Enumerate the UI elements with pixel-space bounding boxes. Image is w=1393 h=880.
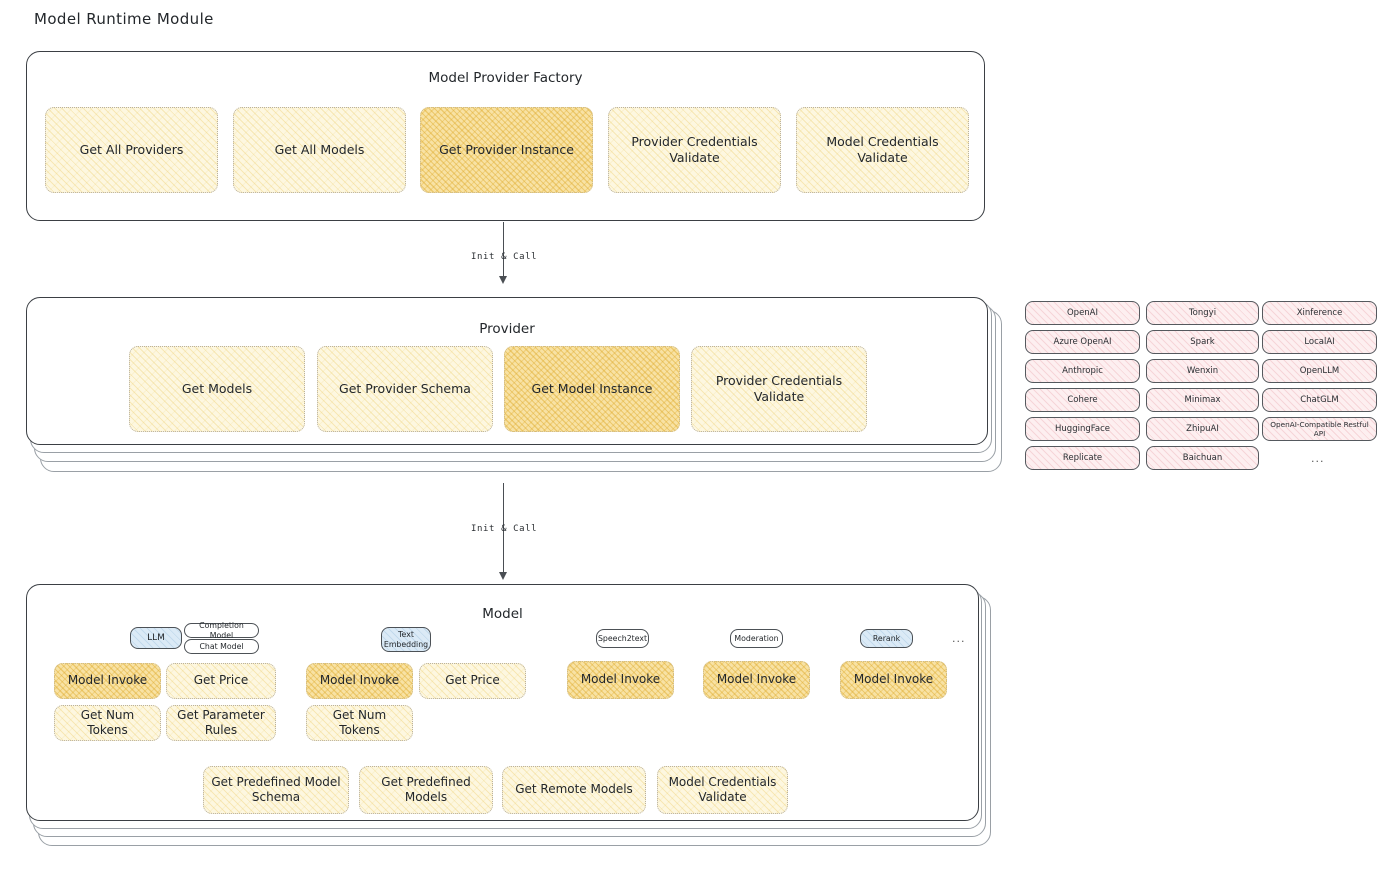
provider-chip-azure-openai[interactable]: Azure OpenAI xyxy=(1025,330,1140,354)
arrow-1-label: Init & Call xyxy=(471,252,538,262)
llm-method-get-parameter-rules[interactable]: Get Parameter Rules xyxy=(166,705,276,741)
provider-chip-huggingface[interactable]: HuggingFace xyxy=(1025,417,1140,441)
model-subtype-chip-chat-model[interactable]: Chat Model xyxy=(184,639,259,654)
model-type-chip-speech2text[interactable]: Speech2text xyxy=(596,629,649,648)
model-provider-factory-title: Model Provider Factory xyxy=(428,70,583,86)
provider-chip-localai[interactable]: LocalAI xyxy=(1262,330,1377,354)
arrow-2-line xyxy=(503,483,505,578)
provider-box-get-models[interactable]: Get Models xyxy=(129,346,305,432)
provider-box-get-model-instance[interactable]: Get Model Instance xyxy=(504,346,680,432)
provider-chip-openai[interactable]: OpenAI xyxy=(1025,301,1140,325)
provider-chip-minimax[interactable]: Minimax xyxy=(1146,388,1259,412)
provider-chip-openllm[interactable]: OpenLLM xyxy=(1262,359,1377,383)
text-embedding-method-get-price[interactable]: Get Price xyxy=(419,663,526,699)
model-title: Model xyxy=(482,606,523,622)
provider-box-provider-credentials-validate[interactable]: Provider Credentials Validate xyxy=(691,346,867,432)
provider-list-ellipsis: ... xyxy=(1311,452,1325,465)
llm-method-model-invoke[interactable]: Model Invoke xyxy=(54,663,161,699)
arrow-2-head xyxy=(499,572,507,580)
arrow-2-label: Init & Call xyxy=(471,524,538,534)
arrow-1-head xyxy=(499,276,507,284)
model-common-method-get-predefined-model-schema[interactable]: Get Predefined Model Schema xyxy=(203,766,349,814)
model-types-ellipsis: ... xyxy=(952,632,966,645)
provider-chip-openai-compatible-restful-api[interactable]: OpenAI-Compatible Restful API xyxy=(1262,417,1377,441)
model-type-chip-llm[interactable]: LLM xyxy=(130,627,182,649)
rerank-method-model-invoke[interactable]: Model Invoke xyxy=(840,661,947,699)
factory-box-get-all-providers[interactable]: Get All Providers xyxy=(45,107,218,193)
arrow-1-line xyxy=(503,222,505,282)
model-subtype-chip-completion-model[interactable]: Completion Model xyxy=(184,621,259,640)
moderation-method-model-invoke[interactable]: Model Invoke xyxy=(703,661,810,699)
page-title: Model Runtime Module xyxy=(34,10,214,28)
provider-chip-cohere[interactable]: Cohere xyxy=(1025,388,1140,412)
model-type-chip-moderation[interactable]: Moderation xyxy=(730,629,783,648)
provider-chip-chatglm[interactable]: ChatGLM xyxy=(1262,388,1377,412)
text-embedding-method-model-invoke[interactable]: Model Invoke xyxy=(306,663,413,699)
provider-chip-xinference[interactable]: Xinference xyxy=(1262,301,1377,325)
factory-box-get-all-models[interactable]: Get All Models xyxy=(233,107,406,193)
factory-box-provider-credentials-validate[interactable]: Provider Credentials Validate xyxy=(608,107,781,193)
model-common-method-get-remote-models[interactable]: Get Remote Models xyxy=(502,766,646,814)
text-embedding-method-get-num-tokens[interactable]: Get Num Tokens xyxy=(306,705,413,741)
factory-box-model-credentials-validate[interactable]: Model Credentials Validate xyxy=(796,107,969,193)
provider-chip-spark[interactable]: Spark xyxy=(1146,330,1259,354)
llm-method-get-price[interactable]: Get Price xyxy=(166,663,276,699)
provider-chip-wenxin[interactable]: Wenxin xyxy=(1146,359,1259,383)
model-type-chip-text-embedding[interactable]: Text Embedding xyxy=(381,627,431,652)
model-common-method-get-predefined-models[interactable]: Get Predefined Models xyxy=(359,766,493,814)
provider-chip-anthropic[interactable]: Anthropic xyxy=(1025,359,1140,383)
factory-box-get-provider-instance[interactable]: Get Provider Instance xyxy=(420,107,593,193)
model-common-method-model-credentials-validate[interactable]: Model Credentials Validate xyxy=(657,766,788,814)
provider-chip-baichuan[interactable]: Baichuan xyxy=(1146,446,1259,470)
provider-chip-zhipuai[interactable]: ZhipuAI xyxy=(1146,417,1259,441)
llm-method-get-num-tokens[interactable]: Get Num Tokens xyxy=(54,705,161,741)
provider-title: Provider xyxy=(479,321,535,337)
provider-chip-tongyi[interactable]: Tongyi xyxy=(1146,301,1259,325)
provider-box-get-provider-schema[interactable]: Get Provider Schema xyxy=(317,346,493,432)
speech2text-method-model-invoke[interactable]: Model Invoke xyxy=(567,661,674,699)
model-type-chip-rerank[interactable]: Rerank xyxy=(860,629,913,648)
provider-chip-replicate[interactable]: Replicate xyxy=(1025,446,1140,470)
